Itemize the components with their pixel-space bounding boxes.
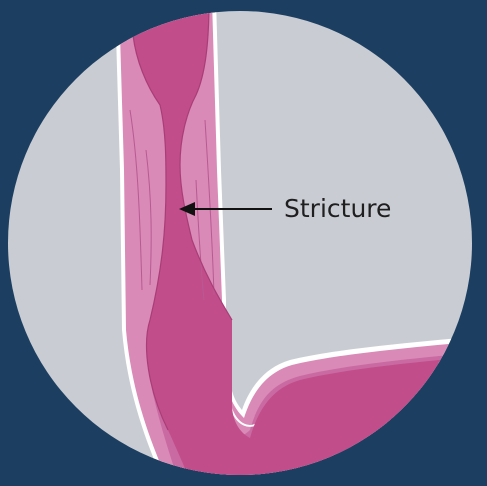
stricture-label: Stricture xyxy=(284,192,391,226)
